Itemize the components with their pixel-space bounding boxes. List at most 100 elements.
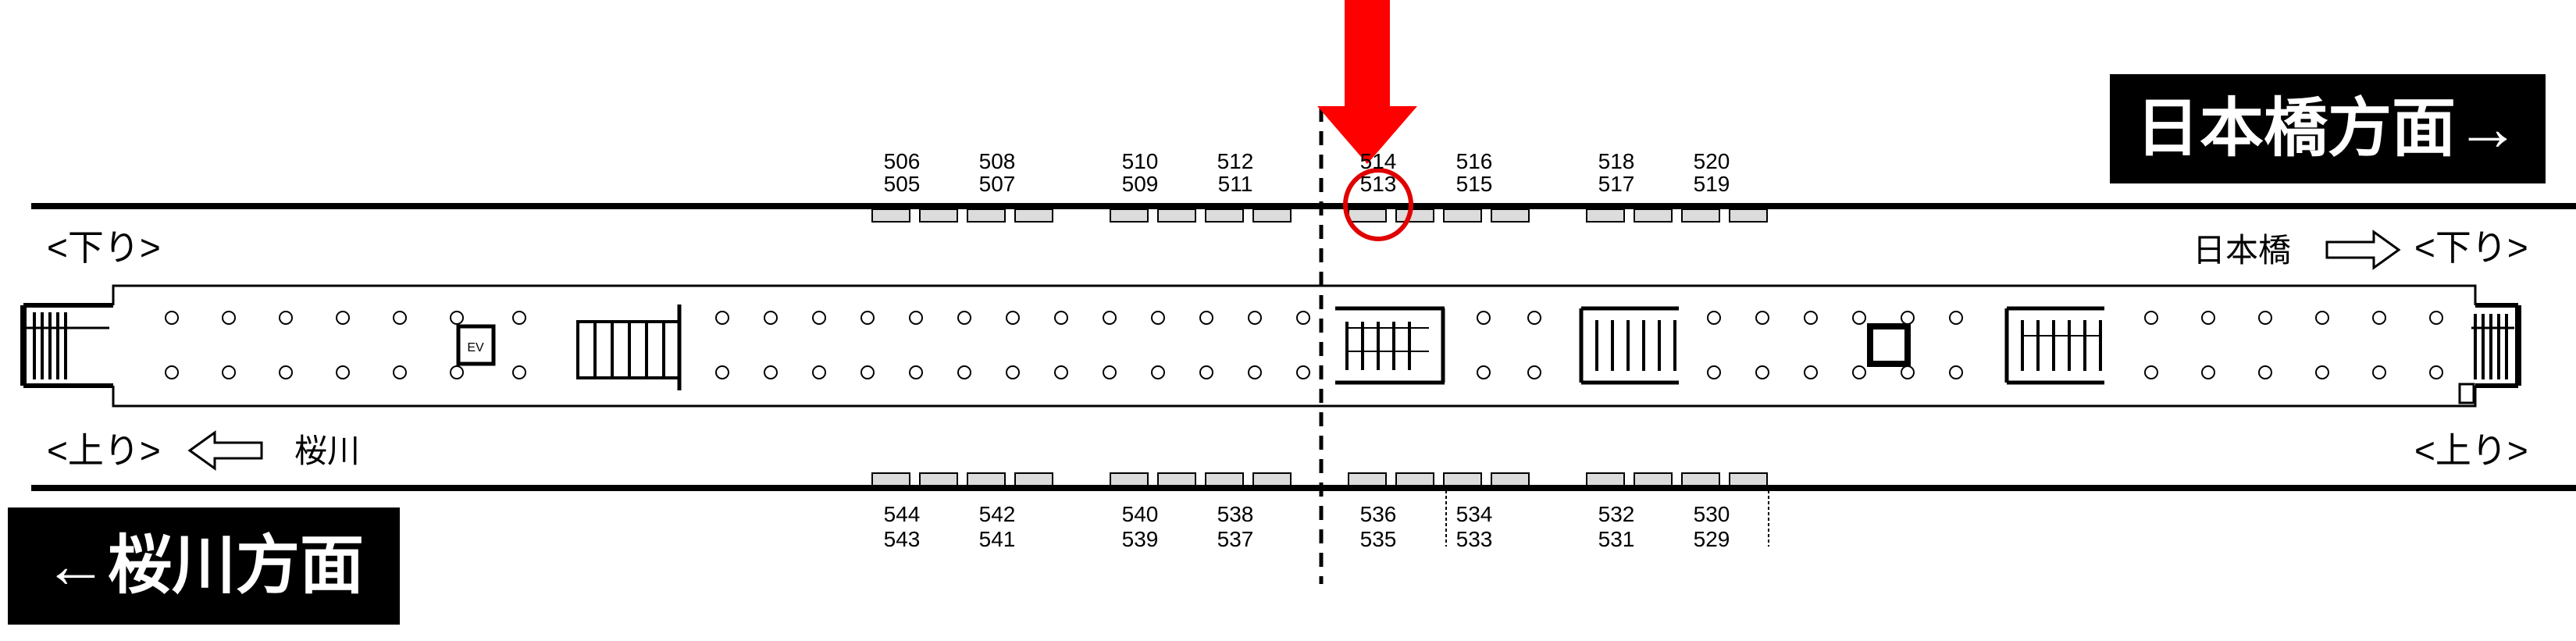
pillar-circle bbox=[1901, 365, 1915, 379]
pillar-circle bbox=[2429, 311, 2443, 325]
door-marker-top bbox=[1729, 208, 1768, 223]
pillar-circle bbox=[2372, 365, 2386, 379]
pillar-circle bbox=[1477, 311, 1491, 325]
pillar-circle bbox=[715, 311, 729, 325]
berth-number-bottom-upper: 532 bbox=[1598, 502, 1635, 526]
door-marker-top bbox=[1157, 208, 1196, 223]
door-marker-bottom bbox=[1491, 472, 1530, 486]
pillar-circle bbox=[1248, 365, 1262, 379]
platform-outline bbox=[70, 284, 2518, 408]
pillar-circle bbox=[450, 365, 464, 379]
pillar-circle bbox=[1755, 365, 1769, 379]
staircase-3 bbox=[1579, 306, 1679, 385]
berth-number-top-lower: 517 bbox=[1598, 172, 1635, 196]
berth-number-top-lower: 505 bbox=[884, 172, 921, 196]
pillar-circle bbox=[957, 365, 971, 379]
right-end-stairs bbox=[2458, 305, 2521, 404]
left-end-stairs bbox=[20, 303, 109, 388]
destination-sakuragawa: 桜川 bbox=[294, 433, 361, 469]
door-marker-bottom bbox=[1634, 472, 1673, 486]
sakuragawa-direction-box: ←桜川方面 bbox=[8, 507, 400, 625]
berth-number-bottom-lower: 541 bbox=[979, 527, 1016, 551]
down-label-left: <下り> bbox=[47, 227, 161, 268]
berth-number-top-upper: 520 bbox=[1694, 149, 1730, 173]
pillar-circle bbox=[2315, 311, 2329, 325]
berth-number-top-lower: 507 bbox=[979, 172, 1016, 196]
berth-number-bottom-lower: 543 bbox=[884, 527, 921, 551]
door-marker-top bbox=[1348, 208, 1387, 223]
down-label-right: <下り> bbox=[2414, 227, 2528, 268]
berth-number-bottom-upper: 538 bbox=[1217, 502, 1254, 526]
pillar-circle bbox=[1949, 365, 1963, 379]
berth-number-top-upper: 518 bbox=[1598, 149, 1635, 173]
pillar-circle bbox=[165, 365, 179, 379]
pillar-circle bbox=[1151, 311, 1165, 325]
berth-number-bottom-lower: 535 bbox=[1360, 527, 1397, 551]
pillar-circle bbox=[1199, 365, 1213, 379]
pillar-circle bbox=[1248, 311, 1262, 325]
staircase-4 bbox=[2004, 306, 2104, 385]
pillar-circle bbox=[909, 365, 923, 379]
door-marker-bottom bbox=[1395, 472, 1434, 486]
door-marker-top bbox=[1586, 208, 1625, 223]
left-arrow-icon bbox=[187, 430, 263, 471]
pillar-circle bbox=[2144, 365, 2158, 379]
pillar-circle bbox=[1901, 311, 1915, 325]
door-marker-bottom bbox=[967, 472, 1006, 486]
pillar-circle bbox=[279, 365, 293, 379]
destination-nihonbashi: 日本橋 bbox=[2193, 232, 2292, 269]
pillar-circle bbox=[957, 311, 971, 325]
door-marker-bottom bbox=[1348, 472, 1387, 486]
berth-number-bottom-upper: 544 bbox=[884, 502, 921, 526]
door-marker-top bbox=[1110, 208, 1149, 223]
berth-number-top-upper: 512 bbox=[1217, 149, 1254, 173]
lower-door-markers bbox=[871, 472, 1768, 486]
door-marker-bottom bbox=[1586, 472, 1625, 486]
berth-number-bottom-upper: 530 bbox=[1694, 502, 1730, 526]
door-marker-bottom bbox=[1252, 472, 1292, 486]
door-marker-bottom bbox=[919, 472, 958, 486]
pillar-circle bbox=[1054, 311, 1068, 325]
pillar-circle bbox=[512, 311, 526, 325]
pillar-circle bbox=[393, 311, 407, 325]
pillar-circle bbox=[860, 365, 875, 379]
pillar-circle bbox=[2201, 311, 2215, 325]
berth-number-top-upper: 510 bbox=[1122, 149, 1159, 173]
pillar-circle bbox=[2315, 365, 2329, 379]
pillar-circle bbox=[1296, 365, 1310, 379]
berth-number-top-lower: 519 bbox=[1694, 172, 1730, 196]
pillar-circle bbox=[1852, 365, 1866, 379]
berth-number-bottom-lower: 529 bbox=[1694, 527, 1730, 551]
berth-number-bottom-lower: 533 bbox=[1456, 527, 1493, 551]
door-marker-top bbox=[1491, 208, 1530, 223]
pillar-circle bbox=[2372, 311, 2386, 325]
pillar-circle bbox=[1296, 311, 1310, 325]
pillar-circle bbox=[222, 311, 236, 325]
door-marker-top bbox=[967, 208, 1006, 223]
door-marker-top bbox=[1252, 208, 1292, 223]
door-marker-top bbox=[1014, 208, 1053, 223]
pillar-circles bbox=[165, 311, 2443, 379]
pillar-circle bbox=[1527, 311, 1541, 325]
pillar-circle bbox=[1755, 311, 1769, 325]
berth-number-top-upper: 508 bbox=[979, 149, 1016, 173]
pillar-circle bbox=[764, 365, 778, 379]
berth-number-bottom-lower: 537 bbox=[1217, 527, 1254, 551]
nihonbashi-direction-box: 日本橋方面→ bbox=[2110, 74, 2546, 183]
door-marker-bottom bbox=[1443, 472, 1482, 486]
door-marker-top bbox=[919, 208, 958, 223]
highlight-arrow bbox=[1317, 0, 1417, 164]
pillar-circle bbox=[1804, 365, 1818, 379]
pillar-circle bbox=[1477, 365, 1491, 379]
pillar-circle bbox=[279, 311, 293, 325]
pillar-circle bbox=[1151, 365, 1165, 379]
up-label-left: <上り> bbox=[47, 430, 161, 471]
pillar-circle bbox=[222, 365, 236, 379]
up-label-right: <上り> bbox=[2414, 430, 2528, 471]
pillar-circle bbox=[860, 311, 875, 325]
pillar-circle bbox=[1707, 365, 1721, 379]
door-marker-bottom bbox=[1014, 472, 1053, 486]
berth-number-top-lower: 511 bbox=[1218, 172, 1253, 196]
